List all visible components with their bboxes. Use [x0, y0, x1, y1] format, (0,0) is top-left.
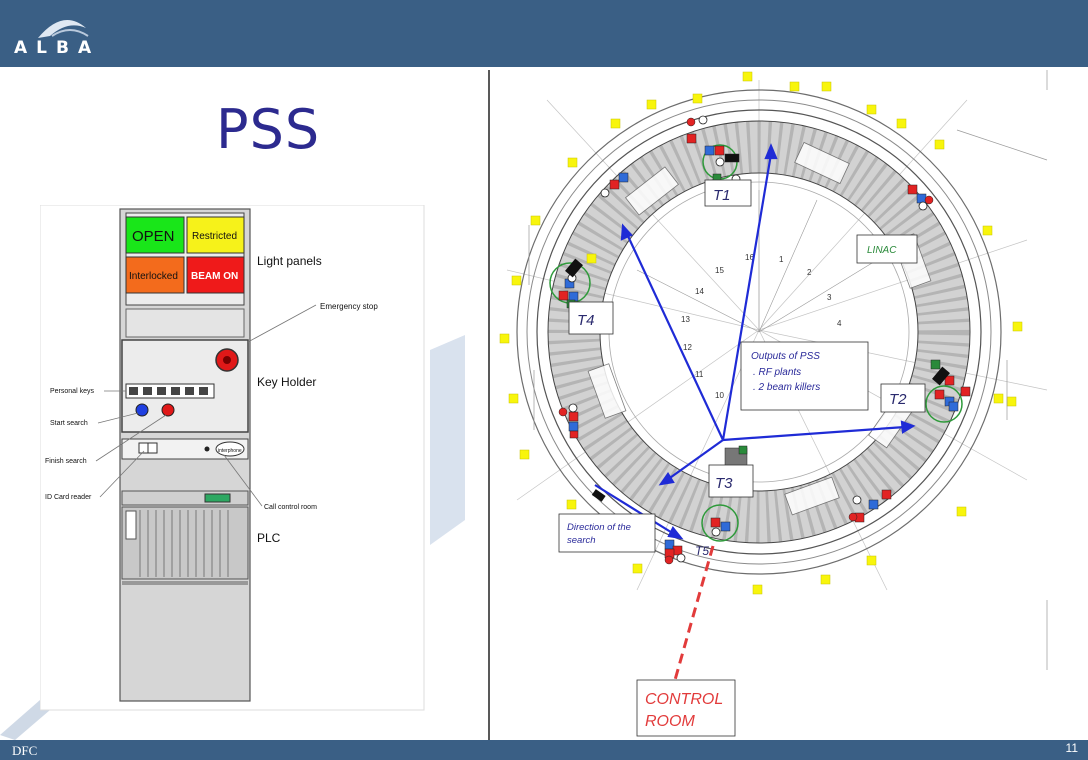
sector-12: 12: [683, 343, 692, 352]
control-room-line1: CONTROL: [645, 691, 723, 708]
interphone-label: interphone: [218, 448, 242, 454]
entrance-t4: T4: [577, 312, 595, 329]
sector-13: 13: [681, 315, 690, 324]
light-beam-on: [186, 256, 245, 294]
alba-logo: [38, 20, 89, 38]
sector-15: 15: [715, 266, 724, 275]
entrance-t1: T1: [713, 187, 731, 204]
label-key-holder: Key Holder: [257, 375, 316, 389]
label-emergency-stop: Emergency stop: [320, 302, 378, 311]
header-bar: [0, 0, 1088, 67]
entrance-t5-circle: [701, 504, 739, 542]
light-open: [125, 216, 185, 254]
label-start-search: Start search: [50, 420, 88, 427]
label-call-control-room: Call control room: [264, 504, 317, 511]
entrance-t2: T2: [889, 391, 907, 408]
label-plc: PLC: [257, 531, 281, 545]
footer-bar: [0, 740, 1088, 760]
outputs-box: [740, 341, 869, 411]
light-restricted-label: Restricted: [192, 231, 237, 242]
light-restricted: [186, 216, 245, 254]
label-id-card-reader: ID Card reader: [45, 494, 92, 501]
outputs-line1: Outputs of PSS: [751, 351, 820, 362]
sector-16: 16: [745, 253, 754, 262]
light-interlocked: [125, 256, 185, 294]
page-number: 11: [1065, 741, 1078, 755]
sector-4: 4: [837, 319, 842, 328]
control-room-box: [636, 679, 736, 737]
light-interlocked-label: Interlocked: [129, 271, 178, 282]
personal-keys: [125, 383, 215, 399]
facility-layout-map: 1 2 3 4 10 11 12 13 14 15 16: [487, 70, 1050, 740]
logo-text: ALBA: [14, 38, 101, 58]
sector-11: 11: [695, 370, 704, 379]
pss-cabinet-diagram: OPEN Restricted Interlocked BEAM ON inte…: [40, 205, 425, 711]
entrance-t2-circle: [925, 385, 963, 423]
interphone: [215, 441, 245, 457]
sector-14: 14: [695, 287, 704, 296]
linac-label: LINAC: [867, 245, 897, 256]
entrance-t5: T5: [695, 544, 709, 558]
sector-3: 3: [827, 293, 832, 302]
label-light-panels: Light panels: [257, 254, 322, 268]
outputs-line2: . RF plants: [753, 367, 801, 378]
direction-box: [558, 513, 656, 553]
light-beam-on-label: BEAM ON: [191, 271, 238, 282]
entrance-t3: T3: [715, 475, 733, 492]
sector-10: 10: [715, 391, 724, 400]
control-room-line2: ROOM: [645, 713, 695, 730]
direction-line2: search: [567, 535, 596, 546]
light-open-label: OPEN: [132, 228, 175, 245]
label-finish-search: Finish search: [45, 458, 87, 465]
control-room-path: [673, 545, 715, 681]
label-personal-keys: Personal keys: [50, 388, 94, 395]
outputs-line3: . 2 beam killers: [753, 382, 820, 393]
finish-search-button: [161, 403, 175, 417]
footer-author: DFC: [12, 743, 38, 758]
direction-line1: Direction of the: [567, 522, 631, 533]
start-search-button: [135, 403, 149, 417]
slide-title: PSS: [216, 98, 321, 161]
sector-1: 1: [779, 255, 784, 264]
sector-2: 2: [807, 268, 812, 277]
